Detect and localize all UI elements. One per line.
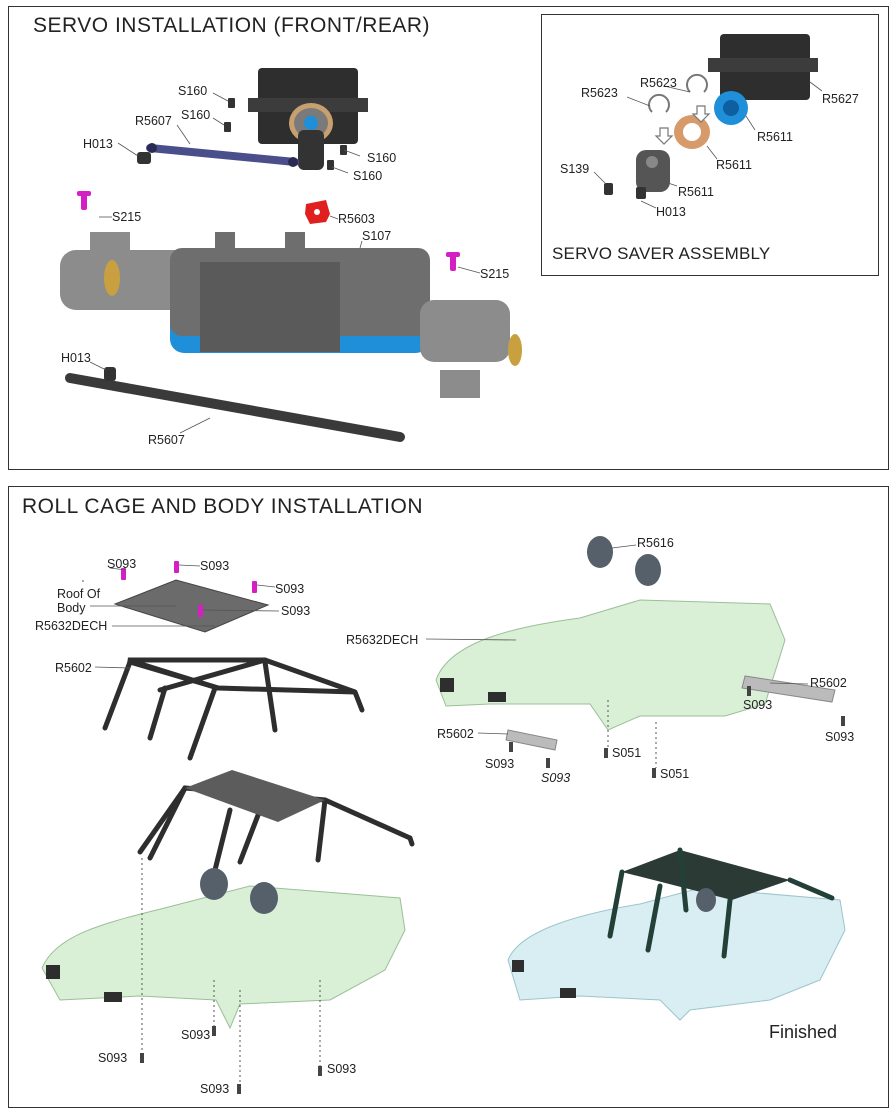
h013-label: H013 [61,351,91,365]
s093-screw-icon [121,561,257,617]
s051-label: S051 [660,767,690,781]
r5611-saver-blue-icon [714,91,748,125]
roof-panel-icon [113,579,270,633]
s160-label: S160 [353,169,383,183]
finished-label: Finished [769,1022,838,1042]
s051-label: S051 [612,746,642,760]
s215-label: S215 [112,210,142,224]
roof-of-body-label: Roof Of [57,587,101,601]
r5602-bar-icon [505,675,836,751]
r5623-clip-icon [648,73,708,113]
servo-icon [708,34,818,100]
s093-label: S093 [327,1062,357,1076]
axle-housing-icon [60,232,522,398]
s093-label: S093 [743,698,773,712]
s093-label: S093 [181,1028,211,1042]
servo-installation-illustration [60,68,522,442]
servo-saver-illustration [593,34,823,209]
arrow-icon [654,105,711,145]
steering-link-top-icon [137,143,299,167]
r5611-label: R5611 [757,130,793,144]
helmet-icon [200,868,278,914]
s093-label: S093 [485,757,515,771]
r5603-label: R5603 [338,212,375,226]
servo-icon [248,68,368,170]
roll-cage-body-title: ROLL CAGE AND BODY INSTALLATION [22,495,423,518]
s093-label: S093 [98,1051,128,1065]
r5611-label: R5611 [716,158,752,172]
s093-label: S093 [200,1082,230,1096]
r5632dech-label: R5632DECH [35,619,108,633]
s215-label: S215 [480,267,510,281]
body-shell-icon [435,599,786,731]
s160-label: S160 [178,84,208,98]
roll-cage-icon [102,657,365,761]
r5627-label: R5627 [822,92,859,106]
r5611-label: R5611 [678,185,714,199]
r5632dech-label: R5632DECH [346,633,419,647]
helmet-icon [587,536,661,586]
s139-screw-icon [604,183,646,199]
r5611-bronze-ring-icon [674,115,710,149]
servo-installation-title: SERVO INSTALLATION (FRONT/REAR) [33,14,431,37]
body-shell-icon [41,885,406,1030]
s093-label: S093 [200,559,230,573]
h013-label: H013 [83,137,113,151]
s107-label: S107 [362,229,392,243]
r5616-label: R5616 [637,536,674,550]
s093-label: S093 [541,771,571,785]
r5607-label: R5607 [148,433,185,447]
s160-screws-icon [224,98,347,170]
r5602-label: R5602 [437,727,474,741]
roof-of-body-label: Body [57,601,86,615]
s093-label: S093 [825,730,855,744]
steering-link-bottom-icon [65,367,405,442]
s093-label: S093 [281,604,311,618]
s160-label: S160 [367,151,397,165]
s093-screw-icon [140,1026,322,1094]
s093-screw-icon [509,686,845,778]
r5602-label: R5602 [810,676,847,690]
r5623-label: R5623 [640,76,677,90]
s139-label: S139 [560,162,590,176]
r5607-label: R5607 [135,114,172,128]
h013-label: H013 [656,205,686,219]
servo-saver-title: SERVO SAVER ASSEMBLY [552,244,771,263]
s160-label: S160 [181,108,211,122]
s093-label: S093 [107,557,137,571]
r5603-mount-icon [305,200,330,224]
servo-saver-panel [541,14,879,276]
r5623-label: R5623 [581,86,618,100]
finished-body-icon [507,847,846,1021]
r5602-label: R5602 [55,661,92,675]
s093-label: S093 [275,582,305,596]
r5611-servo-horn-icon [636,150,670,192]
